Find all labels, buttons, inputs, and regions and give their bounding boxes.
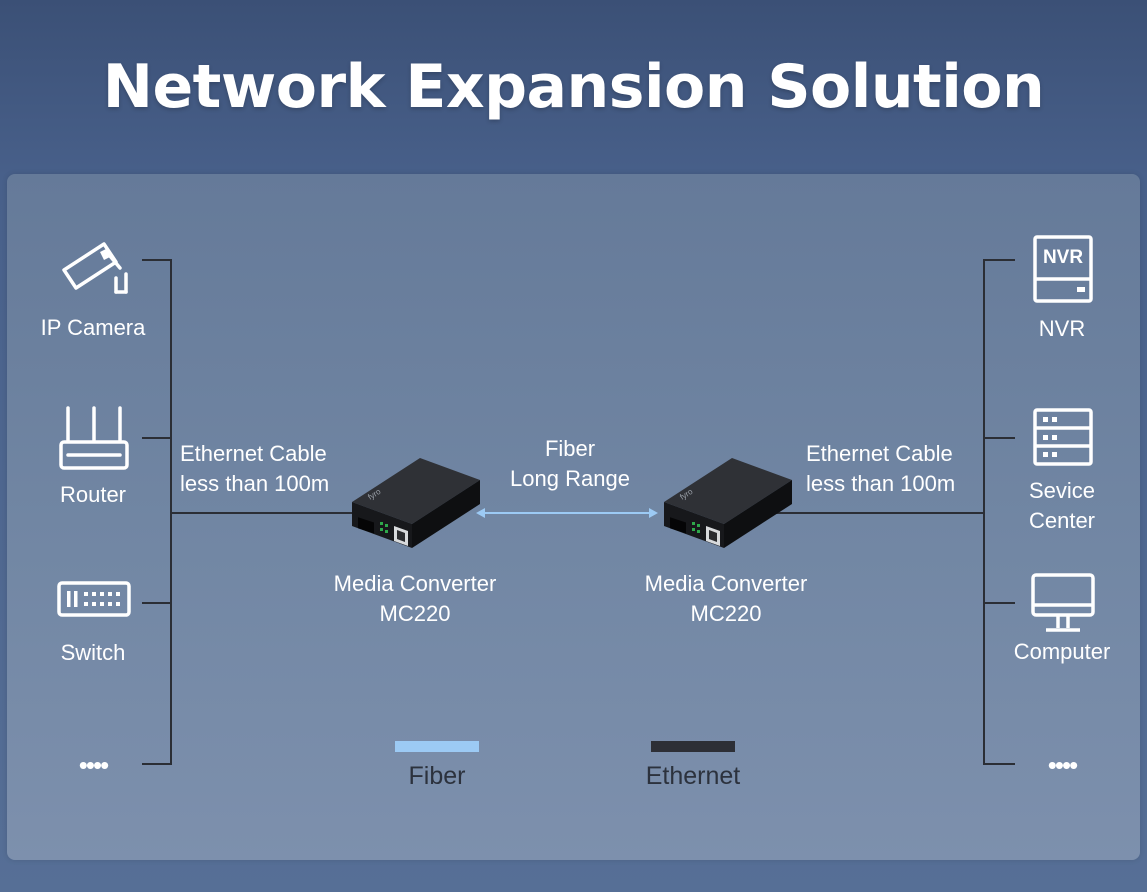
right-ethernet-label-line2: less than 100m — [806, 471, 956, 496]
nvr-icon — [1033, 235, 1093, 303]
left-ethernet-cable — [170, 512, 360, 514]
right-ethernet-cable — [770, 512, 985, 514]
legend-fiber-label: Fiber — [408, 762, 466, 790]
router-icon — [59, 406, 129, 470]
service-center-label-line1: Sevice — [1028, 478, 1096, 503]
converter-left-label-line2: MC220 — [379, 601, 451, 626]
converter-left-label-line1: Media Converter — [333, 571, 497, 596]
converter-right-label-line2: MC220 — [690, 601, 762, 626]
right-branch-computer — [983, 602, 1015, 604]
fiber-label-line2: Long Range — [510, 466, 630, 491]
ip-camera-label: IP Camera — [40, 315, 146, 340]
service-center-label-line2: Center — [1028, 508, 1096, 533]
right-branch-more — [983, 763, 1015, 765]
right-branch-service — [983, 437, 1015, 439]
media-converter-left: fyro — [352, 458, 480, 548]
right-ethernet-label-line1: Ethernet Cable — [806, 441, 953, 466]
left-branch-router — [142, 437, 172, 439]
left-ethernet-label-line1: Ethernet Cable — [180, 441, 327, 466]
left-branch-more — [142, 763, 172, 765]
router-label: Router — [59, 482, 127, 507]
page-title: Network Expansion Solution — [102, 52, 1045, 122]
legend-fiber-swatch — [395, 741, 479, 752]
computer-label: Computer — [1013, 639, 1111, 664]
fiber-link-arrow — [476, 508, 658, 518]
legend-ethernet-label: Ethernet — [645, 762, 741, 790]
diagram-panel — [7, 174, 1140, 860]
converter-right-label-line1: Media Converter — [644, 571, 808, 596]
left-more-dots: •••• — [78, 750, 109, 780]
right-branch-nvr — [983, 259, 1015, 261]
nvr-label: NVR — [1038, 316, 1086, 341]
nvr-icon-text: NVR — [1042, 247, 1084, 268]
computer-icon — [1031, 573, 1095, 632]
left-branch-switch — [142, 602, 172, 604]
ip-camera-icon — [62, 242, 128, 294]
server-icon — [1033, 408, 1093, 466]
switch-label: Switch — [60, 640, 126, 665]
fiber-label-line1: Fiber — [544, 436, 596, 461]
right-more-dots: •••• — [1047, 750, 1078, 780]
switch-icon — [57, 581, 131, 617]
legend-ethernet-swatch — [651, 741, 735, 752]
left-branch-camera — [142, 259, 172, 261]
left-ethernet-label-line2: less than 100m — [180, 471, 330, 496]
media-converter-right: fyro — [664, 458, 792, 548]
